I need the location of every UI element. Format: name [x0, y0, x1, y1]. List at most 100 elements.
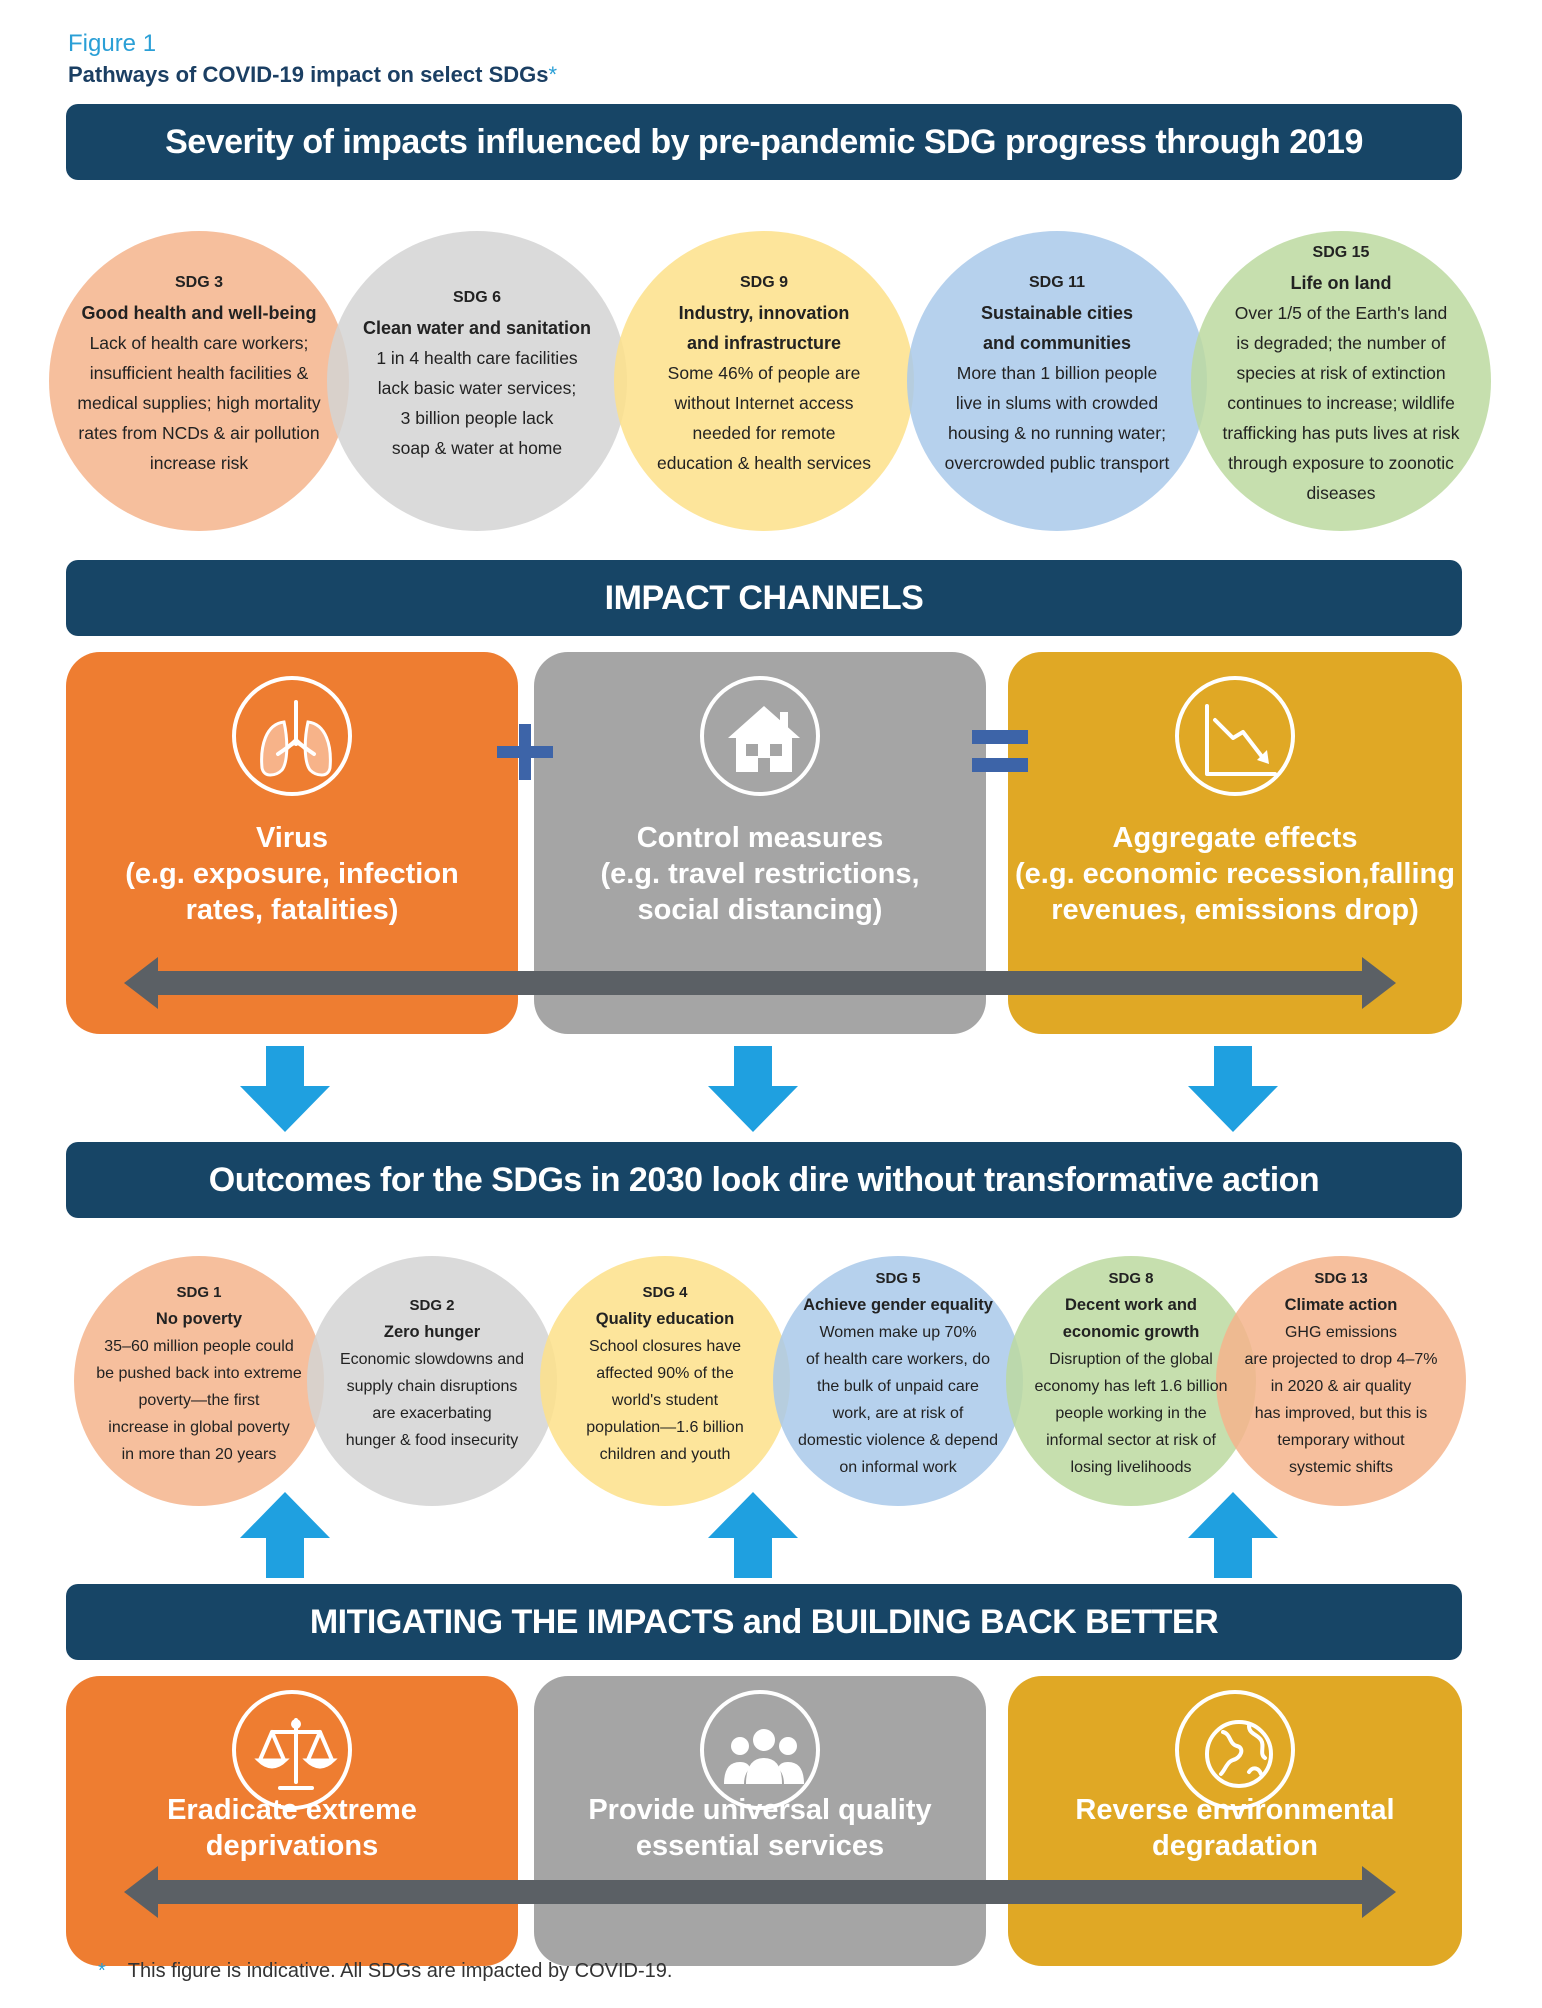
pre-sdg-body-line: lack basic water services;	[377, 378, 577, 398]
outcome-sdg-body-line: population—1.6 billion	[586, 1418, 744, 1436]
outcome-sdg-title-line: Climate action	[1284, 1296, 1398, 1314]
outcome-sdg-body-line: GHG emissions	[1284, 1324, 1398, 1341]
mitigation-label-line: Reverse environmental	[1075, 1794, 1395, 1826]
mitigation-double-arrow	[124, 1866, 1396, 1918]
pre-sdg-title-line: Good health and well-being	[81, 303, 317, 323]
outcome-sdg-number: SDG 2	[409, 1297, 455, 1314]
outcome-sdg-number: SDG 13	[1314, 1270, 1368, 1287]
equals-icon	[972, 730, 1028, 772]
channel-label-line: revenues, emissions drop)	[1051, 894, 1419, 926]
outcome-sdg-title-line: No poverty	[155, 1309, 243, 1328]
channels-double-arrow	[124, 957, 1396, 1009]
pre-sdg-body-line: rates from NCDs & air pollution	[78, 423, 320, 443]
people-icon	[700, 1690, 820, 1810]
outcome-sdg-body-line: work, are at risk of	[832, 1405, 964, 1422]
lungs-icon	[232, 676, 352, 796]
outcome-sdg-body-line: 35–60 million people could	[104, 1337, 294, 1355]
pre-sdg-body-line: 3 billion people lack	[400, 408, 554, 428]
pre-sdg-number: SDG 11	[1028, 274, 1086, 291]
outcome-sdg-body-line: Economic slowdowns and	[339, 1351, 525, 1368]
pre-sdg-body-line: 1 in 4 health care facilities	[376, 348, 578, 368]
outcome-sdg-title-line: Achieve gender equality	[803, 1296, 993, 1314]
channel-label-line: (e.g. travel restrictions,	[600, 858, 920, 890]
outcome-sdg-body-line: hunger & food insecurity	[345, 1432, 519, 1449]
pre-sdg-text-2: SDG 6 Clean water and sanitation 1 in 4 he…	[347, 283, 607, 463]
channel-label-3: Aggregate effects(e.g. economic recessio…	[1008, 820, 1462, 928]
outcome-sdg-body-line: supply chain disruptions	[346, 1378, 518, 1395]
outcome-sdg-body-line: economy has left 1.6 billion	[1034, 1378, 1228, 1395]
pre-sdg-body-line: education & health services	[656, 453, 872, 473]
outcome-sdg-body-line: affected 90% of the	[596, 1364, 734, 1382]
pre-sdg-body-line: diseases	[1306, 483, 1376, 503]
outcome-sdg-body-line: on informal work	[839, 1459, 957, 1476]
pre-sdg-circle-3	[614, 231, 914, 531]
outcome-sdg-body-line: informal sector at risk of	[1046, 1432, 1216, 1449]
pre-sdg-body-line: Over 1/5 of the Earth's land	[1234, 303, 1448, 323]
impact-channels-banner: IMPACT CHANNELS	[66, 560, 1462, 636]
outcome-sdg-body-line: the bulk of unpaid care	[817, 1378, 979, 1395]
outcome-sdg-body-line: are projected to drop 4–7%	[1244, 1351, 1438, 1368]
footnote: * This figure is indicative. All SDGs are…	[98, 1960, 672, 1983]
pre-sdg-body-line: insufficient health facilities &	[89, 363, 309, 383]
footnote-mark: *	[98, 1960, 106, 1982]
outcome-sdg-body-line: children and youth	[599, 1445, 731, 1463]
channel-label-line: Control measures	[636, 822, 884, 854]
outcome-sdg-circle-3	[540, 1256, 790, 1506]
pre-sdg-body-line: is degraded; the number of	[1236, 333, 1446, 353]
plus-icon	[497, 724, 553, 780]
pre-sdg-body-line: species at risk of extinction	[1236, 363, 1446, 383]
channel-label-line: Aggregate effects	[1112, 822, 1358, 854]
pre-sdg-number: SDG 3	[174, 274, 223, 291]
channel-label-line: Virus	[255, 822, 328, 854]
down-arrow-left-icon	[240, 1046, 330, 1132]
outcome-sdg-body-line: poverty—the first	[138, 1391, 260, 1409]
channel-label-line: (e.g. exposure, infection	[125, 858, 459, 890]
up-arrow-center-icon	[708, 1492, 798, 1578]
outcome-sdg-body-line: domestic violence & depend	[797, 1432, 999, 1449]
pre-sdg-body-line: needed for remote	[692, 423, 836, 443]
outcome-sdg-number: SDG 8	[1108, 1270, 1154, 1287]
pre-sdg-circle-4	[907, 231, 1207, 531]
outcome-sdg-title-line: Quality education	[595, 1309, 735, 1328]
pre-sdg-number: SDG 6	[452, 289, 501, 306]
outcome-sdg-body-line: are exacerbating	[372, 1405, 492, 1422]
pre-sdg-body-line: housing & no running water;	[948, 423, 1166, 443]
down-arrow-center-icon	[708, 1046, 798, 1132]
outcomes-banner: Outcomes for the SDGs in 2030 look dire …	[66, 1142, 1462, 1218]
outcome-sdg-body-line: be pushed back into extreme	[96, 1364, 302, 1382]
figure-title: Pathways of COVID-19 impact on select SD…	[68, 62, 557, 88]
outcome-sdg-body-line: of health care workers, do	[805, 1351, 991, 1368]
outcome-sdg-number: SDG 5	[875, 1270, 921, 1287]
pre-sdg-title-line: Clean water and sanitation	[362, 318, 592, 338]
pre-sdg-body-line: continues to increase; wildlife	[1227, 393, 1455, 413]
house-icon	[700, 676, 820, 796]
falling-chart-icon	[1175, 676, 1295, 796]
outcome-sdg-circle-1	[74, 1256, 324, 1506]
mitigating-banner: MITIGATING THE IMPACTS and BUILDING BACK…	[66, 1584, 1462, 1660]
outcome-sdg-circle-2	[307, 1256, 557, 1506]
outcome-sdg-body-line: temporary without	[1277, 1432, 1405, 1449]
pre-sdg-body-line: medical supplies; high mortality	[77, 393, 321, 413]
up-arrow-left-icon	[240, 1492, 330, 1578]
pre-sdg-title-line: Sustainable cities	[980, 303, 1134, 323]
outcome-sdg-circle-6	[1216, 1256, 1466, 1506]
outcome-sdg-body-line: Women make up 70%	[819, 1324, 977, 1341]
mitigation-label-line: essential services	[635, 1830, 885, 1862]
footnote-text: This figure is indicative. All SDGs are …	[127, 1960, 673, 1982]
pre-sdg-title-line: Life on land	[1290, 273, 1392, 293]
pre-sdg-number: SDG 9	[739, 274, 788, 291]
pre-sdg-number: SDG 15	[1312, 244, 1370, 261]
figure-title-mark: *	[548, 62, 558, 87]
outcome-sdg-body-line: increase in global poverty	[108, 1418, 290, 1436]
